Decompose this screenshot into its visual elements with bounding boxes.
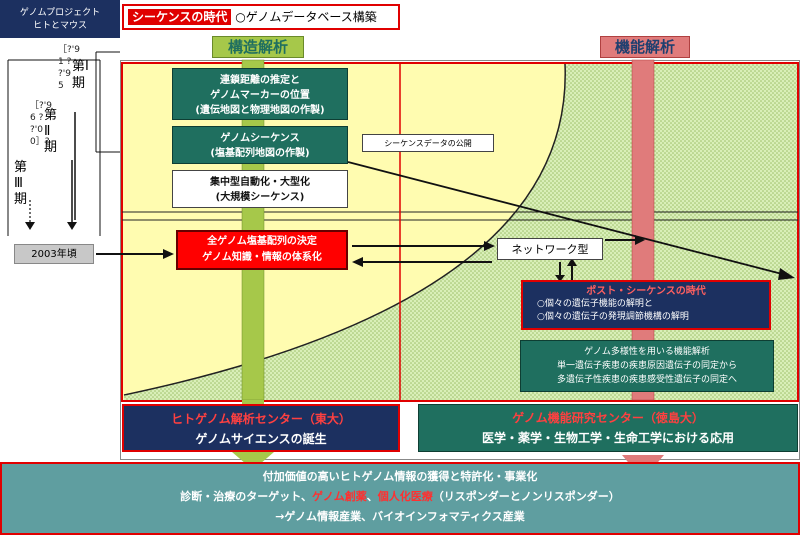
phase2-years: ［?'96 ? ?'00］? bbox=[30, 101, 52, 147]
phase1-years: ［?'91 ? ?'95 bbox=[58, 45, 80, 91]
era-subtitle: ○ゲノムデータベース構築 bbox=[235, 10, 377, 24]
structural-header-text: 構造解析 bbox=[227, 38, 288, 56]
post-sequence-line2: ○個々の遺伝子の発現調節機構の解明 bbox=[537, 312, 689, 322]
linkage-line2: ゲノムマーカーの位置 bbox=[210, 90, 310, 101]
full-genome-box: 全ゲノム塩基配列の決定 ゲノム知識・情報の体系化 bbox=[176, 230, 348, 270]
network-text: ネットワーク型 bbox=[511, 243, 589, 256]
public-data-text: シーケンスデータの公開 bbox=[384, 139, 472, 148]
red-frame bbox=[121, 62, 799, 402]
full-genome-line2: ゲノム知識・情報の体系化 bbox=[202, 252, 322, 263]
bottom-line2-genome-drug: ゲノム創薬 bbox=[312, 490, 367, 503]
left-center-box: ヒトゲノム解析センター（東大） ゲノムサイエンスの誕生 bbox=[122, 404, 400, 452]
structural-band-lower bbox=[242, 400, 264, 406]
bottom-line1: 付加価値の高いヒトゲノム情報の獲得と特許化・事業化 bbox=[262, 470, 538, 483]
polymorphism-line2: 単一遺伝子疾患の疾患原因遺伝子の同定から bbox=[556, 361, 737, 371]
post-sequence-line1: ○個々の遺伝子機能の解明と bbox=[537, 299, 653, 309]
era-banner: シーケンスの時代 ○ゲノムデータベース構築 bbox=[122, 4, 400, 30]
era-title: シーケンスの時代 bbox=[128, 9, 232, 25]
bottom-line2-a: 診断・治療のターゲット、 bbox=[180, 490, 313, 503]
bottom-line2: 診断・治療のターゲット、ゲノム創薬、個人化医療（リスポンダーとノンリスポンダー） bbox=[2, 487, 798, 507]
sequence-box: ゲノムシーケンス (塩基配列地図の作製) bbox=[172, 126, 348, 164]
phase2-label: 第Ⅱ期 bbox=[44, 108, 58, 155]
automation-box: 集中型自動化・大型化 (大規模シーケンス) bbox=[172, 170, 348, 208]
bottom-line2-e: （リスポンダーとノンリスポンダー） bbox=[432, 490, 620, 503]
functional-header-text: 機能解析 bbox=[614, 38, 675, 56]
bottom-line3: →ゲノム情報産業、バイオインフォマティクス産業 bbox=[275, 510, 525, 523]
left-center-title: ヒトゲノム解析センター（東大） bbox=[171, 412, 351, 426]
project-label-line2: ヒトとマウス bbox=[32, 21, 87, 31]
phase1-label: 第Ⅰ期 bbox=[72, 59, 89, 91]
linkage-line1: 連鎖距離の推定と bbox=[220, 75, 300, 86]
arrow-left-head bbox=[352, 257, 363, 267]
polymorphism-line3: 多遺伝子性疾患の疾患感受性遺伝子の同定へ bbox=[556, 375, 737, 385]
automation-line2: (大規模シーケンス) bbox=[215, 192, 305, 203]
sequence-arrow-line bbox=[347, 161, 791, 277]
functional-header: 機能解析 bbox=[600, 36, 690, 58]
year-arrowhead bbox=[163, 249, 174, 259]
bottom-line2-sep: 、 bbox=[366, 490, 378, 503]
year-2003-text: 2003年頃 bbox=[31, 249, 77, 260]
arrow-right-head bbox=[484, 241, 495, 251]
polymorphism-box: ゲノム多様性を用いる機能解析 単一遺伝子疾患の疾患原因遺伝子の同定から 多遺伝子… bbox=[520, 340, 774, 392]
network-box: ネットワーク型 bbox=[497, 238, 603, 260]
automation-line1: 集中型自動化・大型化 bbox=[210, 177, 310, 188]
sequence-arrowhead bbox=[778, 268, 795, 280]
right-center-title: ゲノム機能研究センター（徳島大） bbox=[512, 411, 704, 425]
sequence-line1: ゲノムシーケンス bbox=[220, 133, 300, 144]
polymorphism-line1: ゲノム多様性を用いる機能解析 bbox=[584, 347, 710, 357]
public-data-box: シーケンスデータの公開 bbox=[362, 134, 494, 152]
post-sequence-box: ポスト・シーケンスの時代 ○個々の遺伝子機能の解明と ○個々の遺伝子の発現調節機… bbox=[521, 280, 771, 330]
phase3-label: 第Ⅲ期 bbox=[14, 160, 28, 207]
left-center-subtitle: ゲノムサイエンスの誕生 bbox=[195, 432, 327, 446]
linkage-box: 連鎖距離の推定と ゲノムマーカーの位置 (遺伝地図と物理地図の作製) bbox=[172, 68, 348, 120]
year-2003-box: 2003年頃 bbox=[14, 244, 94, 264]
project-label: ゲノムプロジェクト ヒトとマウス bbox=[0, 0, 120, 38]
linkage-line3: (遺伝地図と物理地図の作製) bbox=[195, 105, 325, 116]
bottom-line2-personalized: 個人化医療 bbox=[377, 490, 433, 503]
sequence-line2: (塩基配列地図の作製) bbox=[210, 148, 310, 159]
bottom-banner: 付加価値の高いヒトゲノム情報の獲得と特許化・事業化 診断・治療のターゲット、ゲノ… bbox=[0, 462, 800, 535]
structural-header: 構造解析 bbox=[212, 36, 304, 58]
structural-arrowhead bbox=[232, 452, 274, 470]
project-label-line1: ゲノムプロジェクト bbox=[19, 8, 101, 18]
full-genome-line1: 全ゲノム塩基配列の決定 bbox=[207, 236, 317, 247]
right-center-box: ゲノム機能研究センター（徳島大） 医学・薬学・生物工学・生命工学における応用 bbox=[418, 404, 798, 452]
post-sequence-title: ポスト・シーケンスの時代 bbox=[586, 286, 706, 297]
right-center-subtitle: 医学・薬学・生物工学・生命工学における応用 bbox=[481, 431, 734, 445]
